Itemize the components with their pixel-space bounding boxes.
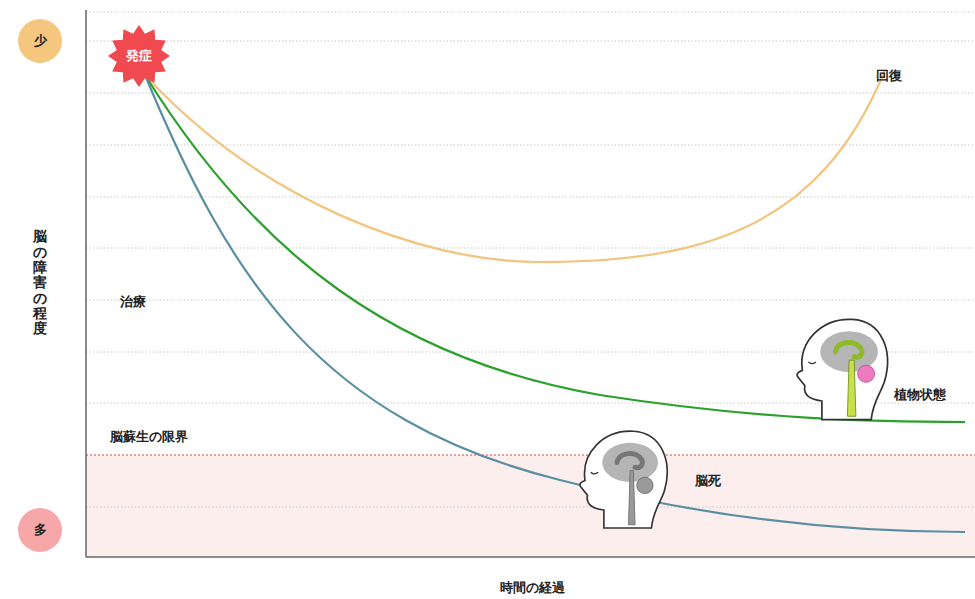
x-axis bbox=[86, 556, 975, 558]
grid-lines bbox=[86, 12, 975, 507]
y-axis-title: 脳の障害の程度 bbox=[33, 229, 47, 337]
brain-death-label: 脳死 bbox=[695, 473, 721, 489]
node-text: 多 bbox=[34, 521, 47, 539]
vegetative-label: 植物状態 bbox=[894, 387, 946, 403]
node-text: 発症 bbox=[126, 47, 152, 65]
node-text: 少 bbox=[34, 32, 47, 50]
scale-less-circle: 少 bbox=[18, 19, 62, 63]
limit-label: 脳蘇生の限界 bbox=[110, 429, 188, 445]
brain-death-curve bbox=[145, 75, 965, 532]
brain-death-icon bbox=[580, 431, 667, 528]
recovery-curve bbox=[145, 70, 885, 262]
limit-line bbox=[86, 454, 975, 455]
recovery-label: 回復 bbox=[876, 68, 902, 84]
limit-band bbox=[86, 455, 975, 557]
treatment-label: 治療 bbox=[120, 294, 146, 310]
vegetative-curve bbox=[145, 75, 965, 422]
onset-burst: 発症 bbox=[108, 25, 170, 87]
scale-more-circle: 多 bbox=[18, 508, 62, 552]
vegetative-icon bbox=[797, 319, 887, 419]
y-axis bbox=[85, 10, 87, 557]
x-axis-title: 時間の経過 bbox=[500, 580, 565, 596]
